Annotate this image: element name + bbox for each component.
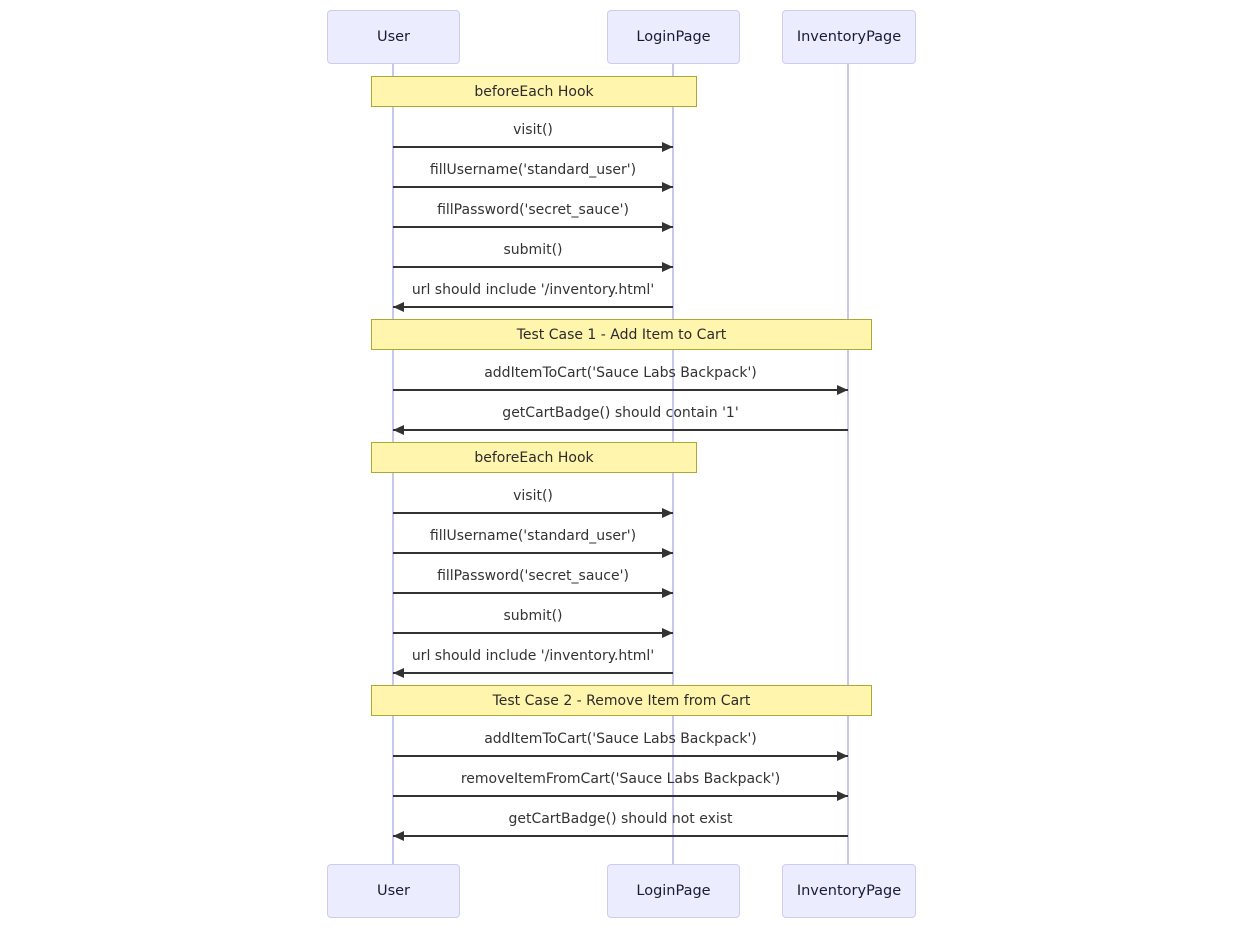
message-label: submit() [503,608,563,624]
message-label: fillPassword('secret_sauce') [437,568,629,584]
arrowhead [662,508,673,518]
message-line [393,632,673,634]
note: beforeEach Hook [371,442,697,473]
actor-box-inventorypage-bottom: InventoryPage [782,864,916,918]
message-line [393,306,673,308]
arrowhead [662,182,673,192]
arrowhead [837,791,848,801]
arrowhead [393,425,404,435]
message-label: visit() [513,122,553,138]
arrowhead [393,831,404,841]
lifeline-inventorypage [847,64,849,864]
actor-box-user-bottom: User [327,864,460,918]
note: Test Case 2 - Remove Item from Cart [371,685,872,716]
arrowhead [662,548,673,558]
arrowhead [662,262,673,272]
message-line [393,146,673,148]
message-line [393,835,848,837]
actor-box-loginpage-top: LoginPage [607,10,740,64]
message-line [393,266,673,268]
message-line [393,429,848,431]
message-line [393,552,673,554]
message-label: url should include '/inventory.html' [411,648,655,664]
actor-box-loginpage-bottom: LoginPage [607,864,740,918]
message-label: visit() [513,488,553,504]
actor-box-inventorypage-top: InventoryPage [782,10,916,64]
message-label: addItemToCart('Sauce Labs Backpack') [484,365,757,381]
message-label: addItemToCart('Sauce Labs Backpack') [484,731,757,747]
arrowhead [393,668,404,678]
actor-box-user-top: User [327,10,460,64]
arrowhead [662,628,673,638]
message-label: fillUsername('standard_user') [429,528,637,544]
arrowhead [393,302,404,312]
message-label: fillPassword('secret_sauce') [437,202,629,218]
arrowhead [662,222,673,232]
message-label: submit() [503,242,563,258]
arrowhead [662,142,673,152]
message-line [393,755,848,757]
message-label: getCartBadge() should contain '1' [502,405,739,421]
message-label: removeItemFromCart('Sauce Labs Backpack'… [460,771,781,787]
arrowhead [837,751,848,761]
note: Test Case 1 - Add Item to Cart [371,319,872,350]
message-line [393,672,673,674]
message-line [393,186,673,188]
message-line [393,795,848,797]
message-label: fillUsername('standard_user') [429,162,637,178]
note: beforeEach Hook [371,76,697,107]
message-label: getCartBadge() should not exist [508,811,733,827]
arrowhead [662,588,673,598]
message-line [393,512,673,514]
arrowhead [837,385,848,395]
message-line [393,389,848,391]
message-line [393,592,673,594]
message-label: url should include '/inventory.html' [411,282,655,298]
message-line [393,226,673,228]
